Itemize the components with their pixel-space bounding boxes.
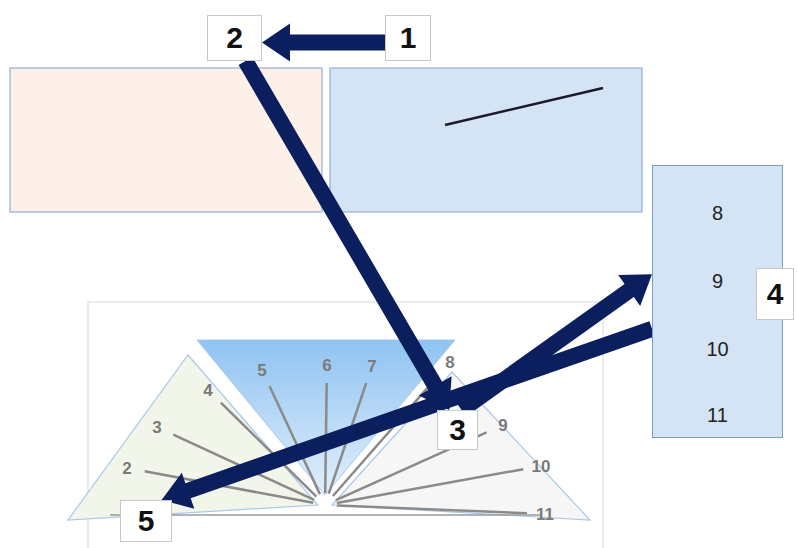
callout-number: 2 (226, 23, 243, 53)
callout-box: 2 (207, 15, 262, 61)
peach-panel (10, 68, 322, 212)
callout-number: 5 (138, 506, 155, 536)
dial-number: 8 (445, 354, 454, 371)
flow-arrow (262, 24, 385, 62)
callout-number: 4 (767, 279, 784, 309)
dial-number: 11 (536, 506, 554, 523)
blue-panel (330, 68, 642, 212)
flow-arrow (162, 321, 655, 509)
sundial-ray (337, 469, 524, 503)
dial-number: 4 (203, 382, 212, 399)
callout-box: 1 (385, 15, 431, 61)
callout-number: 3 (449, 415, 466, 445)
flow-arrow (239, 57, 452, 410)
panel-number: 10 (653, 337, 782, 361)
dial-number: 7 (367, 358, 376, 375)
callout-box: 4 (756, 268, 794, 320)
callout-box: 5 (120, 500, 172, 542)
dial-number: 3 (152, 419, 161, 436)
dial-number: 10 (532, 458, 551, 475)
sundial-baseline (110, 514, 540, 516)
panel-number: 11 (653, 403, 782, 427)
dial-number: 9 (498, 417, 507, 434)
dial-number: 6 (322, 357, 331, 374)
callout-box: 3 (437, 410, 478, 450)
panel-line (445, 88, 603, 125)
dial-number: 2 (122, 460, 131, 477)
dial-number: 5 (257, 362, 266, 379)
callout-number: 1 (400, 23, 417, 53)
panel-number: 8 (653, 201, 782, 225)
sundial-ray (337, 506, 527, 514)
